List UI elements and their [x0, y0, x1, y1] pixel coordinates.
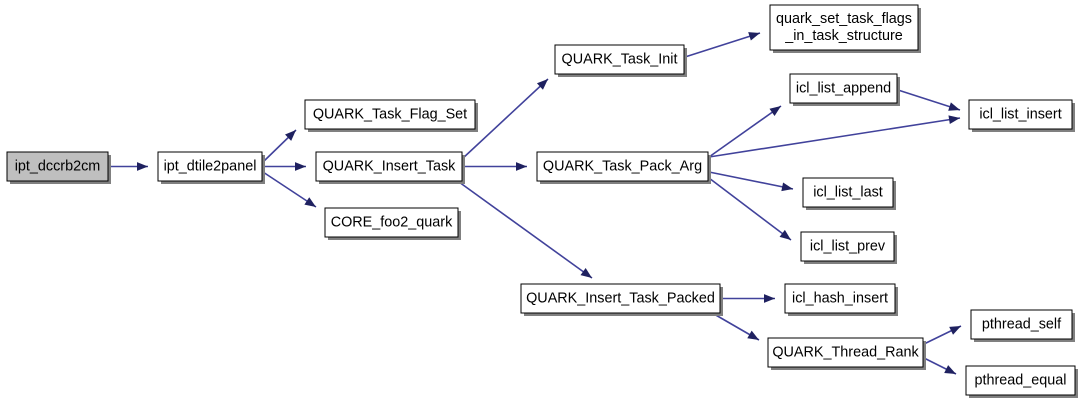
node-box[interactable] [304, 99, 476, 130]
node-ipt_dccrb2cm[interactable]: ipt_dccrb2cm [6, 151, 111, 184]
edge-line [708, 105, 782, 158]
arrowhead-icon [536, 79, 548, 90]
node-box[interactable] [520, 283, 721, 314]
edge-QUARK_Task_Pack_Arg-to-icl_list_insert [708, 115, 961, 158]
arrowhead-icon [137, 162, 148, 171]
node-ipt_dtile2panel[interactable]: ipt_dtile2panel [157, 151, 265, 184]
edge-QUARK_Insert_Task-to-QUARK_Task_Pack_Arg [463, 162, 527, 171]
node-box[interactable] [968, 99, 1073, 130]
node-pthread_equal[interactable]: pthread_equal [965, 365, 1078, 398]
node-label: pthread_equal [974, 373, 1066, 389]
arrowhead-icon [779, 229, 791, 240]
node-box[interactable] [536, 151, 709, 182]
node-QUARK_Thread_Rank[interactable]: QUARK_Thread_Rank [767, 337, 926, 370]
node-QUARK_Task_Init[interactable]: QUARK_Task_Init [554, 44, 687, 77]
edge-QUARK_Task_Pack_Arg-to-icl_list_append [708, 105, 782, 158]
node-box[interactable] [789, 73, 898, 104]
node-label: ipt_dtile2panel [164, 159, 257, 175]
edge-QUARK_Task_Pack_Arg-to-icl_list_prev [708, 177, 792, 241]
arrowhead-icon [516, 162, 527, 171]
arrowhead-icon [580, 267, 592, 278]
node-box[interactable] [767, 337, 924, 368]
edge-ipt_dtile2panel-to-QUARK_Insert_Task [263, 162, 306, 171]
edge-ipt_dtile2panel-to-CORE_foo2_quark [262, 171, 317, 208]
arrowhead-icon [948, 102, 960, 111]
edge-QUARK_Thread_Rank-to-pthread_self [923, 325, 962, 345]
node-icl_hash_insert[interactable]: icl_hash_insert [784, 283, 898, 316]
node-box[interactable] [6, 151, 109, 182]
node-box[interactable] [157, 151, 263, 182]
edge-line [458, 181, 593, 279]
node-label: QUARK_Insert_Task [323, 159, 457, 175]
edge-line [708, 177, 792, 241]
node-label: icl_list_prev [810, 239, 886, 255]
nodes-layer: ipt_dccrb2cm ipt_dtile2panel QUARK_Task_Fl… [6, 4, 1078, 398]
edge-QUARK_Task_Init-to-quark_set_task_flags_in_task_structure [684, 32, 761, 58]
node-label: QUARK_Thread_Rank [772, 345, 919, 361]
edge-QUARK_Insert_Task-to-QUARK_Task_Init [461, 78, 549, 160]
edge-QUARK_Thread_Rank-to-pthread_equal [923, 357, 957, 375]
node-CORE_foo2_quark[interactable]: CORE_foo2_quark [324, 207, 461, 240]
edge-line [708, 117, 961, 158]
node-label: QUARK_Task_Pack_Arg [543, 159, 702, 175]
node-pthread_self[interactable]: pthread_self [970, 309, 1075, 342]
arrowhead-icon [949, 326, 961, 335]
node-box[interactable] [554, 44, 685, 75]
edge-line [461, 78, 549, 160]
node-label: CORE_foo2_quark [331, 215, 453, 231]
edge-QUARK_Insert_Task_Packed-to-QUARK_Thread_Rank [713, 313, 760, 341]
node-QUARK_Task_Pack_Arg[interactable]: QUARK_Task_Pack_Arg [536, 151, 711, 184]
node-label: icl_list_last [813, 185, 883, 201]
node-label: icl_hash_insert [792, 291, 888, 307]
node-label: QUARK_Task_Flag_Set [313, 107, 467, 123]
node-label: QUARK_Insert_Task_Packed [526, 291, 715, 307]
node-label: icl_list_insert [979, 107, 1061, 123]
node-icl_list_prev[interactable]: icl_list_prev [800, 231, 897, 264]
edge-line [684, 32, 761, 58]
arrowhead-icon [764, 294, 775, 303]
node-icl_list_last[interactable]: icl_list_last [802, 177, 896, 210]
edge-QUARK_Insert_Task_Packed-to-icl_hash_insert [721, 294, 775, 303]
arrowhead-icon [747, 330, 759, 340]
node-icl_list_insert[interactable]: icl_list_insert [968, 99, 1075, 132]
edge-ipt_dccrb2cm-to-ipt_dtile2panel [109, 162, 148, 171]
node-box[interactable] [800, 231, 895, 262]
arrowhead-icon [944, 365, 956, 374]
node-label: _in_task_structure [784, 28, 903, 44]
node-icl_list_append[interactable]: icl_list_append [789, 73, 900, 106]
arrowhead-icon [948, 115, 960, 125]
node-box[interactable] [769, 4, 919, 51]
arrowhead-icon [781, 182, 793, 192]
arrowhead-icon [285, 130, 296, 141]
edge-icl_list_append-to-icl_list_insert [897, 89, 961, 111]
node-label: pthread_self [982, 317, 1062, 333]
node-QUARK_Insert_Task[interactable]: QUARK_Insert_Task [315, 151, 465, 184]
node-QUARK_Task_Flag_Set[interactable]: QUARK_Task_Flag_Set [304, 99, 478, 132]
node-label: quark_set_task_flags [776, 11, 912, 27]
node-label: QUARK_Task_Init [562, 52, 678, 68]
edge-ipt_dtile2panel-to-QUARK_Task_Flag_Set [262, 129, 297, 163]
node-quark_set_task_flags_in_task_structure[interactable]: quark_set_task_flags_in_task_structure [769, 4, 921, 53]
node-box[interactable] [970, 309, 1073, 340]
edges-layer [109, 32, 962, 375]
node-label: ipt_dccrb2cm [15, 159, 101, 175]
node-box[interactable] [965, 365, 1076, 396]
arrowhead-icon [295, 162, 306, 171]
edge-line [708, 171, 794, 190]
arrowhead-icon [304, 197, 316, 207]
node-box[interactable] [802, 177, 894, 208]
edge-QUARK_Insert_Task-to-QUARK_Insert_Task_Packed [458, 181, 593, 279]
node-box[interactable] [784, 283, 896, 314]
node-box[interactable] [324, 207, 459, 238]
node-box[interactable] [315, 151, 463, 182]
node-QUARK_Insert_Task_Packed[interactable]: QUARK_Insert_Task_Packed [520, 283, 723, 316]
edge-QUARK_Task_Pack_Arg-to-icl_list_last [708, 171, 794, 192]
arrowhead-icon [748, 32, 760, 41]
arrowhead-icon [769, 106, 781, 116]
node-label: icl_list_append [796, 81, 891, 97]
